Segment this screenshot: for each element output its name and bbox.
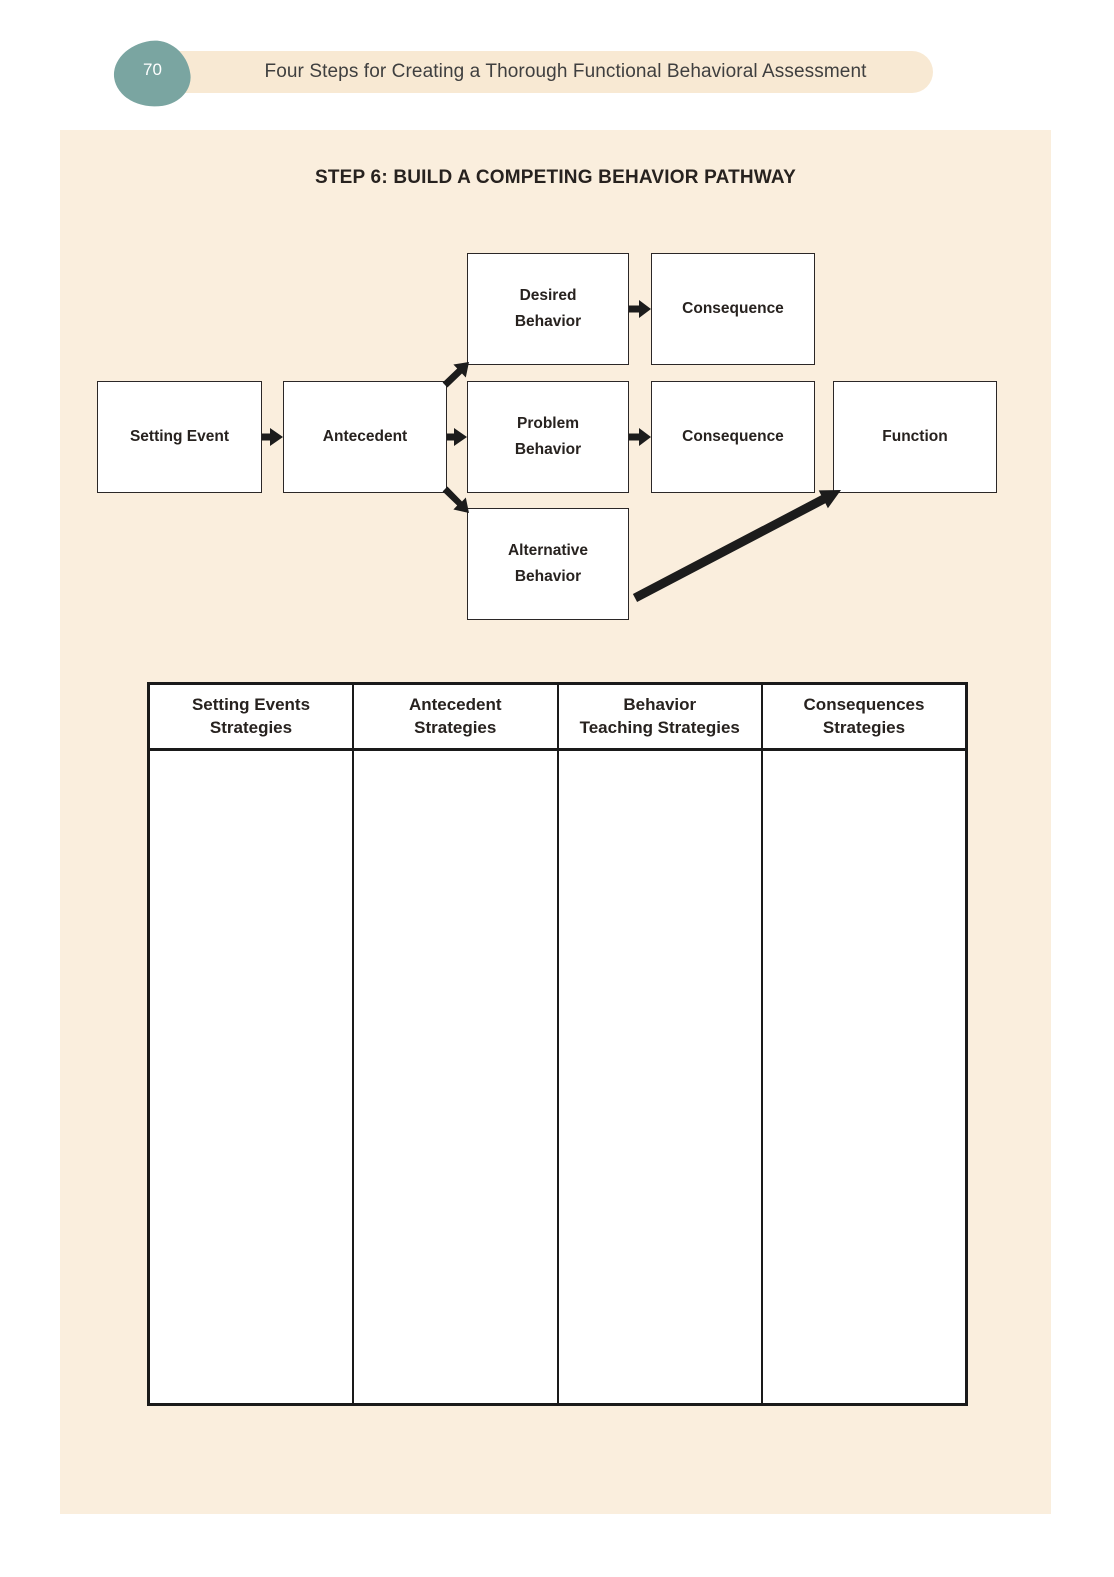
flow-box-setting-event: Setting Event — [97, 381, 262, 493]
cell-setting-events-strategies — [147, 748, 354, 1406]
flow-box-consequence-top: Consequence — [651, 253, 815, 365]
strategies-header-row: Setting Events Strategies Antecedent Str… — [147, 682, 968, 751]
page-number-badge: 70 — [109, 36, 195, 112]
flow-box-antecedent: Antecedent — [283, 381, 447, 493]
column-header-setting-events-strategies: Setting Events Strategies — [147, 682, 354, 751]
column-header-consequences-strategies: Consequences Strategies — [761, 682, 968, 751]
column-header-behavior-teaching-strategies: Behavior Teaching Strategies — [556, 682, 763, 751]
flow-box-problem-behavior: Problem Behavior — [467, 381, 629, 493]
strategies-body-row — [147, 748, 968, 1406]
flow-box-consequence-middle: Consequence — [651, 381, 815, 493]
flow-box-desired-behavior: Desired Behavior — [467, 253, 629, 365]
strategies-table: Setting Events Strategies Antecedent Str… — [147, 682, 968, 1406]
flow-box-alternative-behavior: Alternative Behavior — [467, 508, 629, 620]
cell-behavior-teaching-strategies — [556, 748, 763, 1406]
flow-box-function: Function — [833, 381, 997, 493]
header-band: Four Steps for Creating a Thorough Funct… — [158, 51, 933, 93]
cell-consequences-strategies — [761, 748, 968, 1406]
page-number: 70 — [142, 60, 162, 80]
column-header-antecedent-strategies: Antecedent Strategies — [352, 682, 559, 751]
cell-antecedent-strategies — [352, 748, 559, 1406]
section-title: STEP 6: BUILD A COMPETING BEHAVIOR PATHW… — [315, 167, 796, 188]
book-title: Four Steps for Creating a Thorough Funct… — [264, 61, 867, 82]
